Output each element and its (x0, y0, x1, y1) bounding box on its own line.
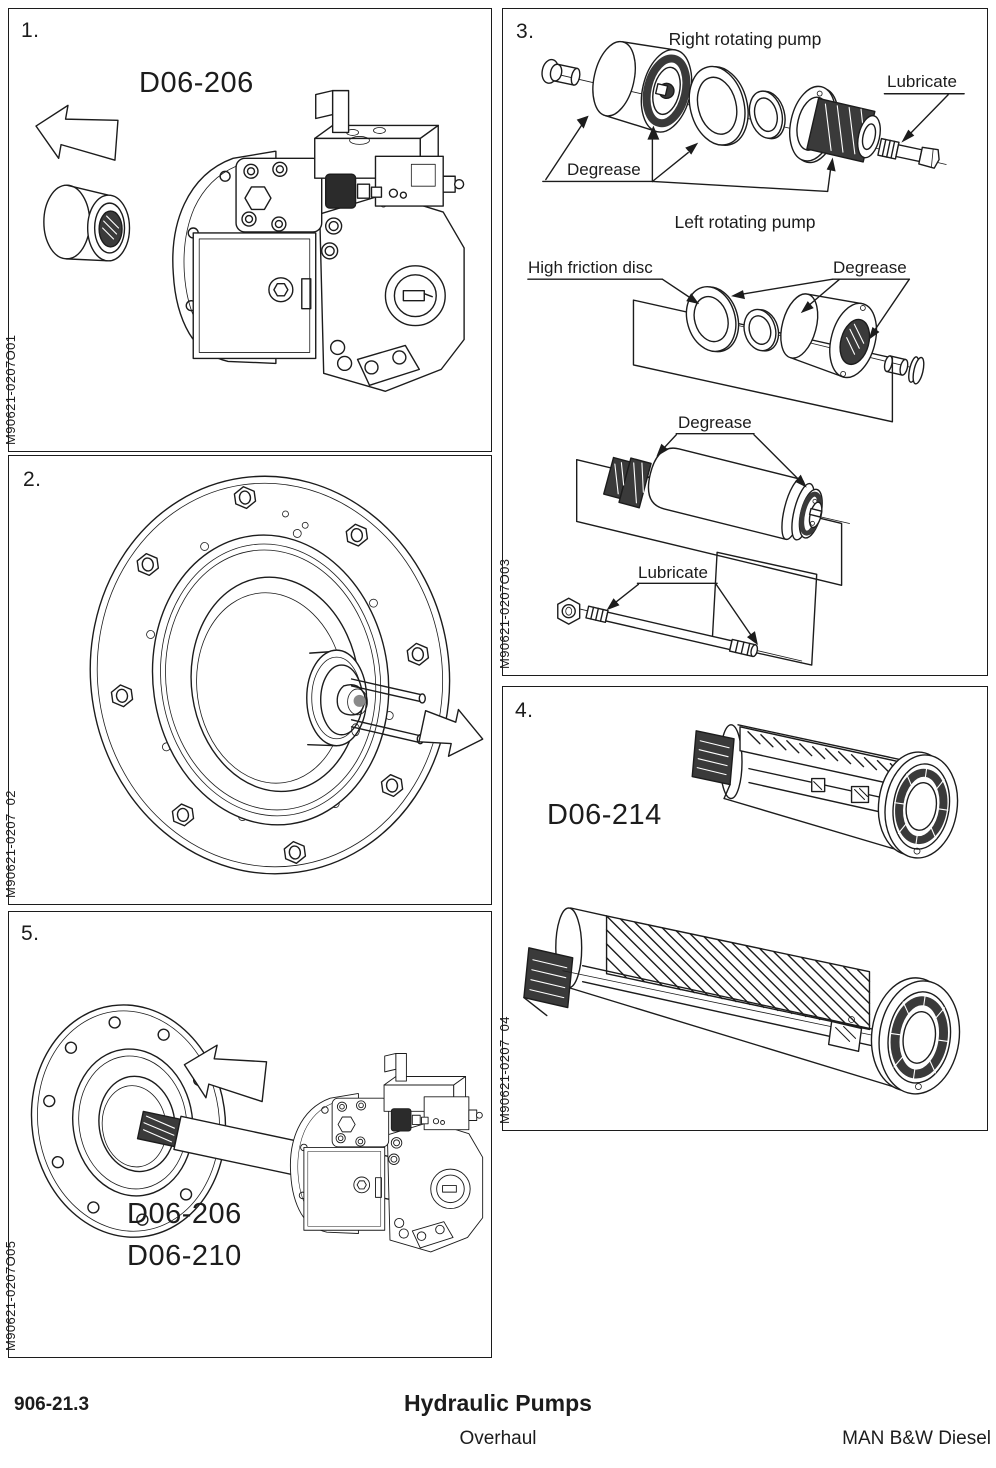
pump-drawing (172, 89, 465, 392)
drum-cylinder (592, 40, 693, 133)
panel1-part-code: D06-206 (139, 67, 254, 99)
lubricate-label-bottom: Lubricate (638, 563, 708, 582)
panel3-figure-code: M90621-0207O03 (497, 558, 512, 669)
arrow-left-icon (183, 1044, 268, 1103)
panel3-number: 3. (516, 20, 535, 43)
left-pump-heading: Left rotating pump (674, 212, 816, 232)
right-pump-exploded (541, 40, 965, 193)
panel5-part-code-bottom: D06-210 (127, 1240, 242, 1272)
panel4-drawing (523, 724, 961, 1095)
ring-cup-2 (743, 308, 780, 352)
panel2-figure-code: M90621-0207 02 (3, 790, 18, 898)
panel4-part-code: D06-214 (547, 799, 662, 831)
drum-cylinder-2 (780, 293, 878, 379)
panel2-drawing (89, 475, 484, 875)
friction-disc (688, 65, 749, 146)
arrow-right-icon (418, 708, 484, 757)
shaft-degrease (575, 433, 850, 586)
panel3-drawing (527, 40, 965, 666)
degrease-label-middle: Degrease (678, 413, 752, 432)
panel5-drawing (30, 1004, 484, 1253)
plug-bolt-2 (883, 355, 925, 385)
figure-panel-4: 4. D06-214 M90621-0207 04 (497, 686, 988, 1131)
panel5-number: 5. (21, 922, 40, 945)
figure-panel-5: 5. D06-206 D06-210 M90621-0207O05 (3, 911, 492, 1358)
degrease-label-left: Degrease (833, 258, 907, 277)
high-friction-disc-label: High friction disc (528, 258, 653, 277)
brand-name: MAN B&W Diesel (842, 1428, 991, 1449)
flange-drawing-small (30, 1004, 227, 1238)
friction-disc-2 (685, 286, 740, 353)
arrow-left-icon (35, 104, 119, 161)
page-section-code: 906-21.3 (14, 1394, 90, 1415)
nut (557, 597, 581, 625)
page-subtitle: Overhaul (459, 1428, 537, 1449)
lever-drawing (315, 89, 350, 134)
splined-bore-ring-lower (870, 977, 961, 1095)
section-hatch-lower (605, 915, 871, 1030)
panel5-part-code-top: D06-206 (127, 1198, 242, 1230)
degrease-label-top: Degrease (567, 160, 641, 179)
bolt-small-left (541, 58, 581, 86)
coupling-section-upper (691, 724, 959, 859)
splined-hub (789, 85, 881, 164)
page-title: Hydraulic Pumps (404, 1390, 592, 1416)
ring-cup (748, 90, 786, 140)
bolt-right (877, 137, 940, 169)
stud-lubricate (557, 551, 818, 666)
splined-end (603, 456, 652, 509)
panel1-figure-code: M90621-0207O01 (3, 334, 18, 445)
flange-bolts (110, 486, 430, 865)
pump-drawing-small (289, 1053, 484, 1253)
bushing-drawing (43, 184, 131, 262)
panel1-drawing (35, 89, 465, 392)
figure-panel-1: 1. D06-206 M90621-0207O01 (3, 8, 492, 452)
long-cylinder (647, 447, 823, 541)
left-pump-exploded (527, 278, 925, 423)
panel4-number: 4. (515, 699, 534, 722)
coupling-section-lower (523, 907, 961, 1095)
figure-panel-2: 2. M90621-0207 02 (3, 455, 492, 905)
section-hatch-upper (747, 731, 902, 775)
figure-panel-3: 3. Right rotating pump Lubricate Degreas… (497, 8, 988, 676)
panel1-number: 1. (21, 19, 40, 42)
panel5-figure-code: M90621-0207O05 (3, 1240, 18, 1351)
lubricate-label-top: Lubricate (887, 72, 957, 91)
right-pump-heading: Right rotating pump (668, 29, 822, 49)
flange-drawing (89, 475, 451, 875)
stud (585, 605, 759, 658)
panel2-number: 2. (23, 468, 42, 491)
panel4-figure-code: M90621-0207 04 (497, 1016, 512, 1124)
splined-bore-ring-upper (877, 751, 959, 859)
